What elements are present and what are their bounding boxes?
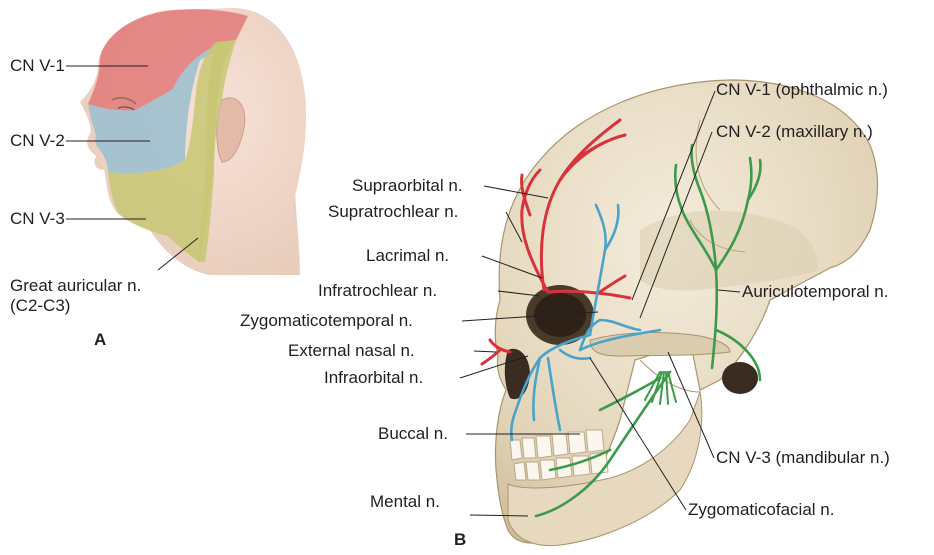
label-infraorbital: Infraorbital n.	[324, 368, 423, 388]
label-external-nasal: External nasal n.	[288, 341, 415, 361]
skull-illustration	[460, 80, 878, 546]
panel-a-letter: A	[94, 330, 106, 350]
label-maxillary: CN V-2 (maxillary n.)	[716, 122, 873, 142]
label-auriculotemporal: Auriculotemporal n.	[742, 282, 888, 302]
label-infratrochlear: Infratrochlear n.	[318, 281, 437, 301]
label-cn-v1: CN V-1	[10, 56, 65, 76]
label-ophthalmic: CN V-1 (ophthalmic n.)	[716, 80, 888, 100]
label-zygomaticotemporal: Zygomaticotemporal n.	[240, 311, 413, 331]
label-supratrochlear: Supratrochlear n.	[328, 202, 458, 222]
label-great-auricular: Great auricular n.	[10, 276, 141, 296]
label-cn-v2: CN V-2	[10, 131, 65, 151]
label-zygomaticofacial: Zygomaticofacial n.	[688, 500, 834, 520]
panel-b-letter: B	[454, 530, 466, 550]
label-cn-v3: CN V-3	[10, 209, 65, 229]
label-great-auricular-roots: (C2-C3)	[10, 296, 70, 316]
label-mental: Mental n.	[370, 492, 440, 512]
label-buccal: Buccal n.	[378, 424, 448, 444]
label-supraorbital: Supraorbital n.	[352, 176, 463, 196]
label-mandibular: CN V-3 (mandibular n.)	[716, 448, 890, 468]
head-illustration	[66, 8, 306, 275]
label-lacrimal: Lacrimal n.	[366, 246, 449, 266]
